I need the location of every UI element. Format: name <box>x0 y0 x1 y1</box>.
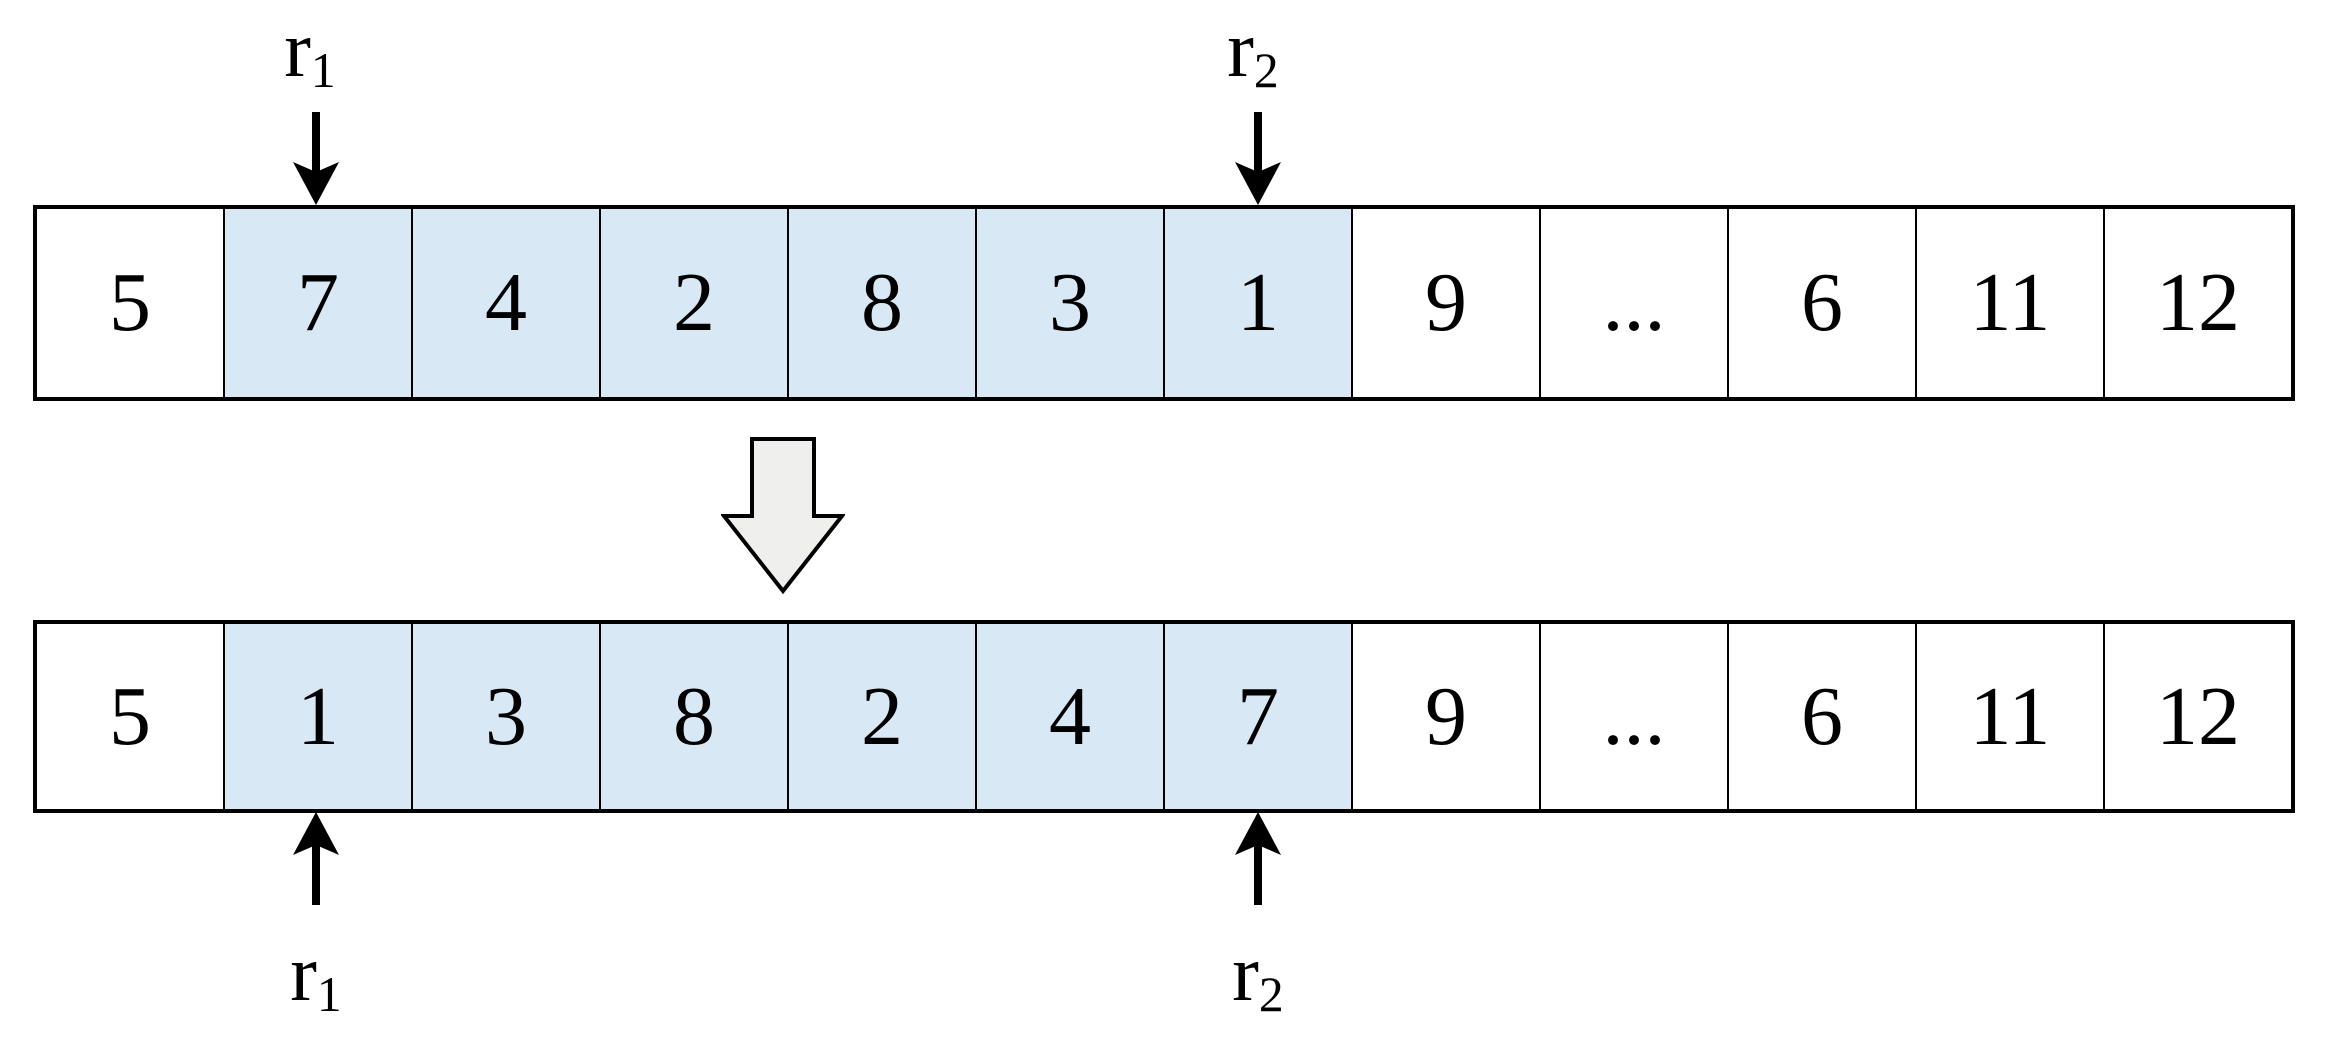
array-cell: 3 <box>411 624 599 809</box>
up-arrow-icon <box>293 812 339 905</box>
array-cell: 5 <box>37 624 223 809</box>
down-arrow-icon <box>293 112 339 205</box>
array-cell: 2 <box>599 209 787 397</box>
array-row-before: 5 7 4 2 8 3 1 9 ... 6 11 12 <box>33 205 2295 401</box>
array-cell: 6 <box>1727 624 1915 809</box>
block-arrow-icon <box>721 437 845 594</box>
pointer-r1-bottom-label: r1 <box>290 934 341 1019</box>
pointer-r2-bottom-label: r2 <box>1232 934 1283 1019</box>
pointer-r2-top-sub: 2 <box>1253 42 1279 98</box>
up-arrow-icon <box>1235 812 1281 905</box>
array-cell: 6 <box>1727 209 1915 397</box>
pointer-r1-bottom-base: r <box>290 930 317 1018</box>
pointer-r1-top-label: r1 <box>284 10 335 95</box>
pointer-r2-bottom-sub: 2 <box>1258 966 1284 1022</box>
array-cell-ellipsis: ... <box>1539 209 1727 397</box>
array-cell: 11 <box>1915 209 2103 397</box>
array-cell-ellipsis: ... <box>1539 624 1727 809</box>
array-cell: 1 <box>1163 209 1351 397</box>
array-cell: 2 <box>787 624 975 809</box>
array-cell: 12 <box>2103 624 2291 809</box>
array-cell: 8 <box>787 209 975 397</box>
pointer-r1-bottom-sub: 1 <box>316 966 342 1022</box>
pointer-r1-top-sub: 1 <box>310 42 336 98</box>
pointer-r2-top-base: r <box>1227 6 1254 94</box>
pointer-r2-top-label: r2 <box>1227 10 1278 95</box>
array-row-after: 5 1 3 8 2 4 7 9 ... 6 11 12 <box>33 620 2295 813</box>
array-cell: 1 <box>223 624 411 809</box>
array-cell: 3 <box>975 209 1163 397</box>
array-cell: 4 <box>975 624 1163 809</box>
array-cell: 11 <box>1915 624 2103 809</box>
pointer-r1-top-base: r <box>284 6 311 94</box>
pointer-r2-bottom-base: r <box>1232 930 1259 1018</box>
array-cell: 12 <box>2103 209 2291 397</box>
array-cell: 4 <box>411 209 599 397</box>
down-arrow-icon <box>1235 112 1281 205</box>
array-cell: 7 <box>1163 624 1351 809</box>
array-cell: 9 <box>1351 624 1539 809</box>
array-cell: 8 <box>599 624 787 809</box>
array-cell: 9 <box>1351 209 1539 397</box>
array-cell: 7 <box>223 209 411 397</box>
array-cell: 5 <box>37 209 223 397</box>
